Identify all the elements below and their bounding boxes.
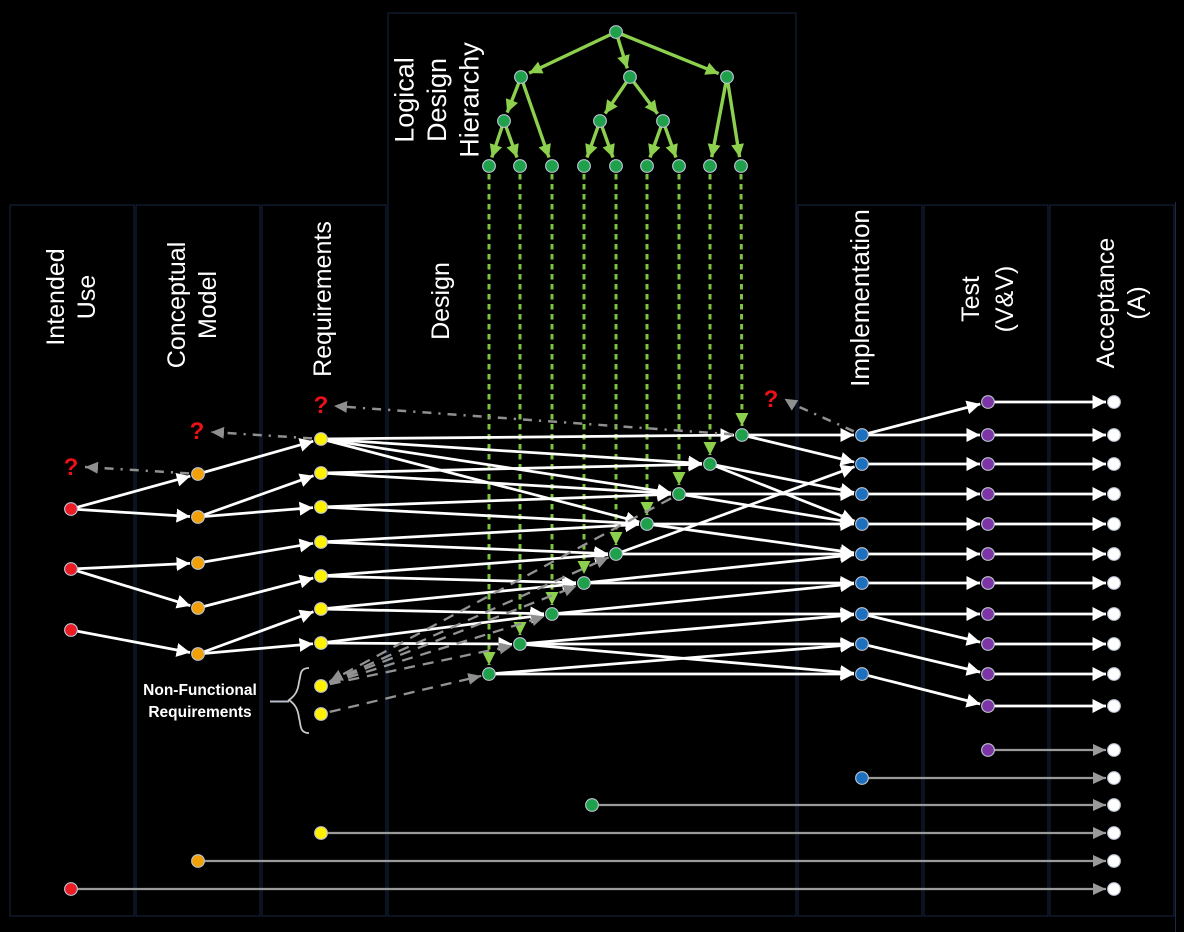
- svg-text:Logical: Logical: [389, 57, 419, 143]
- svg-text:Test: Test: [957, 276, 985, 322]
- svg-text:Acceptance: Acceptance: [1092, 238, 1120, 369]
- svg-text:(V&V): (V&V): [991, 266, 1019, 333]
- svg-text:Hierarchy: Hierarchy: [454, 42, 484, 158]
- svg-text:Design: Design: [422, 58, 452, 142]
- svg-text:?: ?: [190, 418, 205, 445]
- svg-text:?: ?: [64, 454, 79, 481]
- svg-text:Conceptual: Conceptual: [163, 242, 191, 368]
- svg-text:Requirements: Requirements: [148, 704, 251, 721]
- svg-text:Intended: Intended: [42, 248, 70, 345]
- svg-text:Requirements: Requirements: [309, 221, 337, 377]
- svg-text:(A): (A): [1123, 286, 1151, 319]
- svg-text:?: ?: [314, 392, 329, 419]
- svg-text:Design: Design: [427, 262, 455, 340]
- svg-text:Non-Functional: Non-Functional: [143, 682, 257, 699]
- svg-text:?: ?: [764, 386, 779, 413]
- svg-text:Model: Model: [194, 271, 222, 339]
- svg-text:Implementation: Implementation: [845, 209, 875, 387]
- svg-text:Use: Use: [73, 275, 101, 319]
